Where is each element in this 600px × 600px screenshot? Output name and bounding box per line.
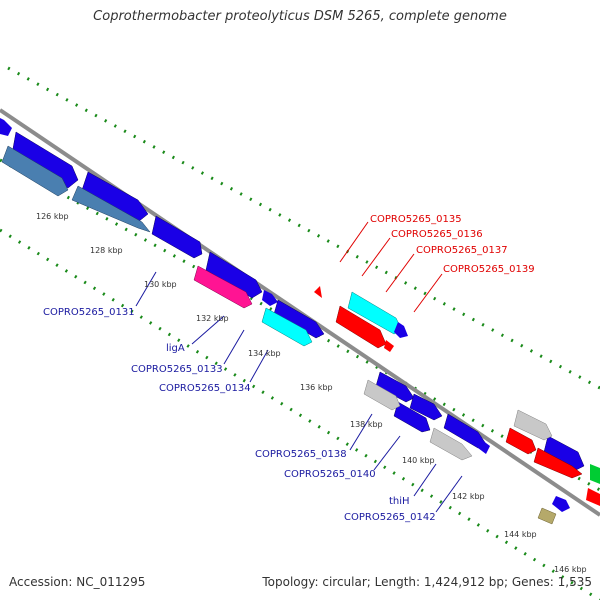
gene-label-copro-0134[interactable]: COPRO5265_0134 [159,383,251,394]
gene-arrow-grey[interactable] [513,409,553,441]
gene-label-copro-0140[interactable]: COPRO5265_0140 [284,469,376,480]
gene-label-copro-0131[interactable]: COPRO5265_0131 [43,307,135,318]
gene-label-copro-0138[interactable]: COPRO5265_0138 [255,449,347,460]
gene-label-copro-0142[interactable]: COPRO5265_0142 [344,512,436,523]
gene-arrow-forward[interactable] [409,393,443,421]
gene-arrow-reverse[interactable] [71,185,151,233]
scale-tick-label: 146 kbp [554,565,587,574]
leader-line [373,435,401,471]
scale-tick-label: 142 kbp [452,492,485,501]
gene-label-ligA[interactable]: ligA [166,343,185,354]
scale-tick-label: 144 kbp [504,530,537,539]
leader-line [413,463,437,497]
gene-arrow-forward[interactable] [393,401,431,433]
leader-line [435,475,463,513]
gene-arrow-forward[interactable] [205,251,263,299]
leader-line-red [339,221,369,263]
gene-arrow-forward[interactable] [262,290,278,306]
scale-tick-label: 126 kbp [36,212,69,221]
gene-arrow-grey[interactable] [363,379,401,411]
scale-tick-label: 136 kbp [300,383,333,392]
gene-arrow-forward[interactable] [394,322,408,338]
gene-arrow-ligA[interactable] [193,265,253,309]
gene-arrow-red[interactable] [586,488,600,506]
lower-dotted-track [0,228,600,600]
scale-tick-label: 134 kbp [248,349,281,358]
gene-arrow-forward[interactable] [151,215,203,259]
scale-tick-label: 140 kbp [402,456,435,465]
gene-arrow-grey[interactable] [429,427,473,461]
gene-label-copro-0137[interactable]: COPRO5265_0137 [416,245,508,256]
gene-arrow-forward[interactable] [0,118,12,136]
gene-label-copro-0133[interactable]: COPRO5265_0133 [131,364,223,375]
page-title: Coprothermobacter proteolyticus DSM 5265… [93,9,507,24]
gene-arrow-forward[interactable] [478,440,490,454]
leader-line-red [361,237,391,277]
gene-arrow-red[interactable] [314,286,322,298]
scale-tick-label: 132 kbp [196,314,229,323]
scale-tick-label: 138 kbp [350,420,383,429]
gene-label-copro-0136[interactable]: COPRO5265_0136 [391,229,483,240]
gene-arrow-red[interactable] [505,427,537,455]
gene-arrow-reverse[interactable] [1,145,69,197]
leader-line [349,413,373,451]
gene-arrow-cyan[interactable] [261,307,313,347]
scale-tick-label: 128 kbp [90,246,123,255]
leader-line [191,315,225,345]
gene-arrow-forward[interactable] [375,371,415,403]
scale-tick-label: 130 kbp [144,280,177,289]
gene-arrow-forward[interactable] [273,299,325,339]
gene-arrow-red[interactable] [533,447,583,479]
leader-line [135,271,157,307]
gene-label-thiH[interactable]: thiH [389,496,410,507]
gene-arrow-red[interactable] [335,305,387,349]
gene-arrow-forward[interactable] [543,435,585,471]
gene-arrow-forward[interactable] [552,496,570,512]
accession-label: Accession: NC_011295 [9,575,146,589]
leader-line [249,349,269,383]
gene-arrow-tan[interactable] [537,507,557,525]
leader-line [223,329,245,365]
leader-line-red [413,273,443,313]
leader-line-red [385,253,415,293]
gene-arrow-forward[interactable] [81,171,149,223]
gene-label-copro-0135[interactable]: COPRO5265_0135 [370,214,462,225]
genome-summary: Topology: circular; Length: 1,424,912 bp… [262,575,592,589]
gene-arrow-red[interactable] [384,340,394,352]
gene-label-copro-0139[interactable]: COPRO5265_0139 [443,264,535,275]
gene-arrow-green[interactable] [590,464,600,484]
